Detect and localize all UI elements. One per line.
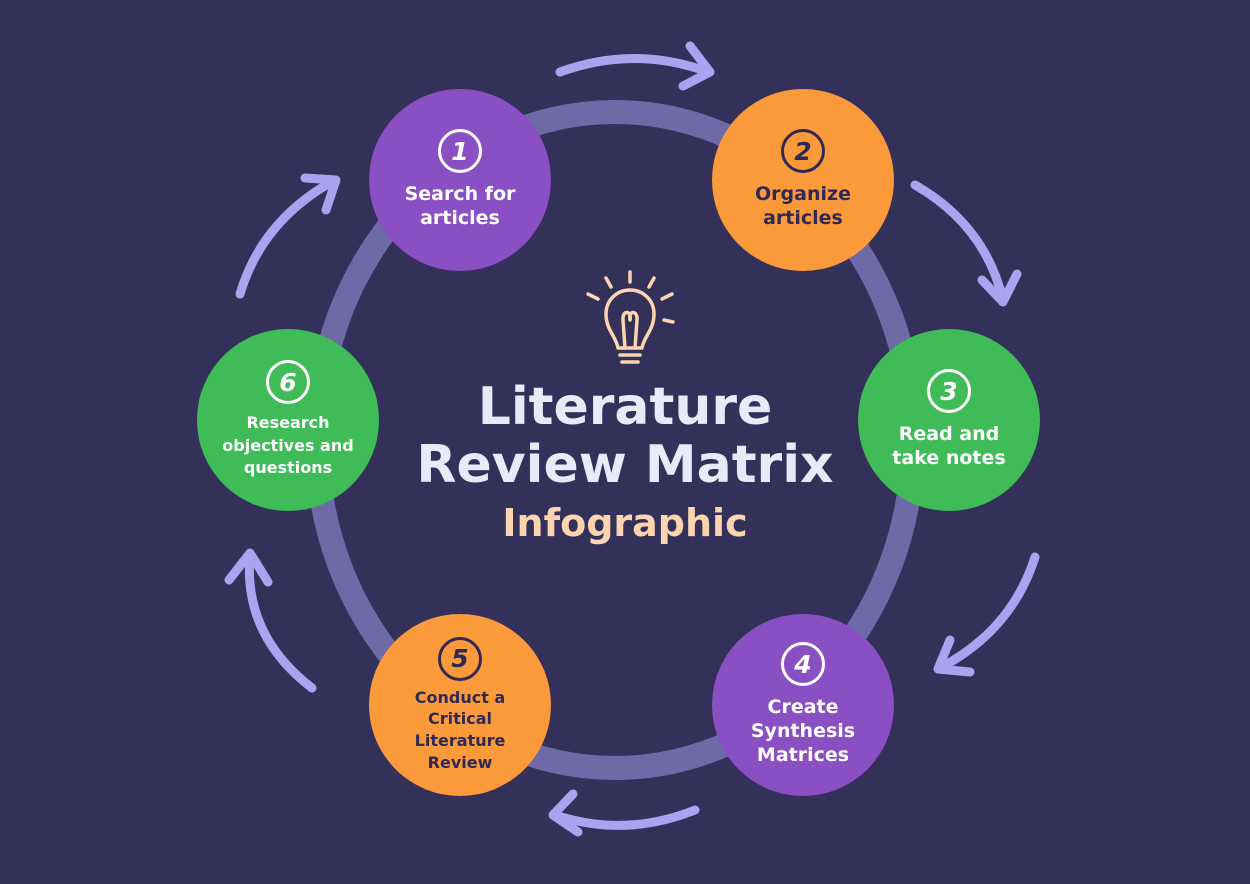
title-line-2: Review Matrix	[416, 435, 834, 495]
arrow-5-to-6-icon	[224, 548, 317, 693]
step-6-node: 6 Research objectives and questions	[197, 329, 379, 511]
subtitle: Infographic	[502, 501, 748, 545]
step-label: Read and take notes	[892, 423, 1006, 469]
step-number-badge: 4	[781, 642, 825, 687]
step-1-node: 1 Search for articles	[369, 89, 551, 271]
lightbulb-icon	[586, 270, 675, 364]
title-line-1: Literature	[477, 377, 773, 437]
step-5-node: 5 Conduct a Critical Literature Review	[369, 614, 551, 796]
step-label: Create Synthesis Matrices	[750, 696, 856, 766]
title-block: Literature Review Matrix Infographic	[395, 378, 855, 546]
step-number-badge: 5	[438, 636, 482, 681]
step-number-badge: 6	[266, 360, 310, 405]
step-label: Conduct a Critical Literature Review	[414, 687, 506, 772]
step-number-badge: 3	[927, 369, 971, 414]
arrow-4-to-5-icon	[548, 789, 700, 837]
step-number-badge: 2	[781, 129, 825, 174]
arrow-3-to-4-icon	[933, 552, 1040, 677]
step-4-node: 4 Create Synthesis Matrices	[712, 614, 894, 796]
step-label: Organize articles	[755, 183, 851, 229]
step-2-node: 2 Organize articles	[712, 89, 894, 271]
arrow-6-to-1-icon	[235, 173, 341, 299]
step-3-node: 3 Read and take notes	[858, 329, 1040, 511]
arrow-1-to-2-icon	[555, 41, 715, 91]
step-label: Research objectives and questions	[222, 413, 354, 478]
step-number-badge: 1	[438, 129, 482, 174]
arrow-2-to-3-icon	[910, 180, 1022, 307]
step-label: Search for articles	[404, 183, 516, 229]
